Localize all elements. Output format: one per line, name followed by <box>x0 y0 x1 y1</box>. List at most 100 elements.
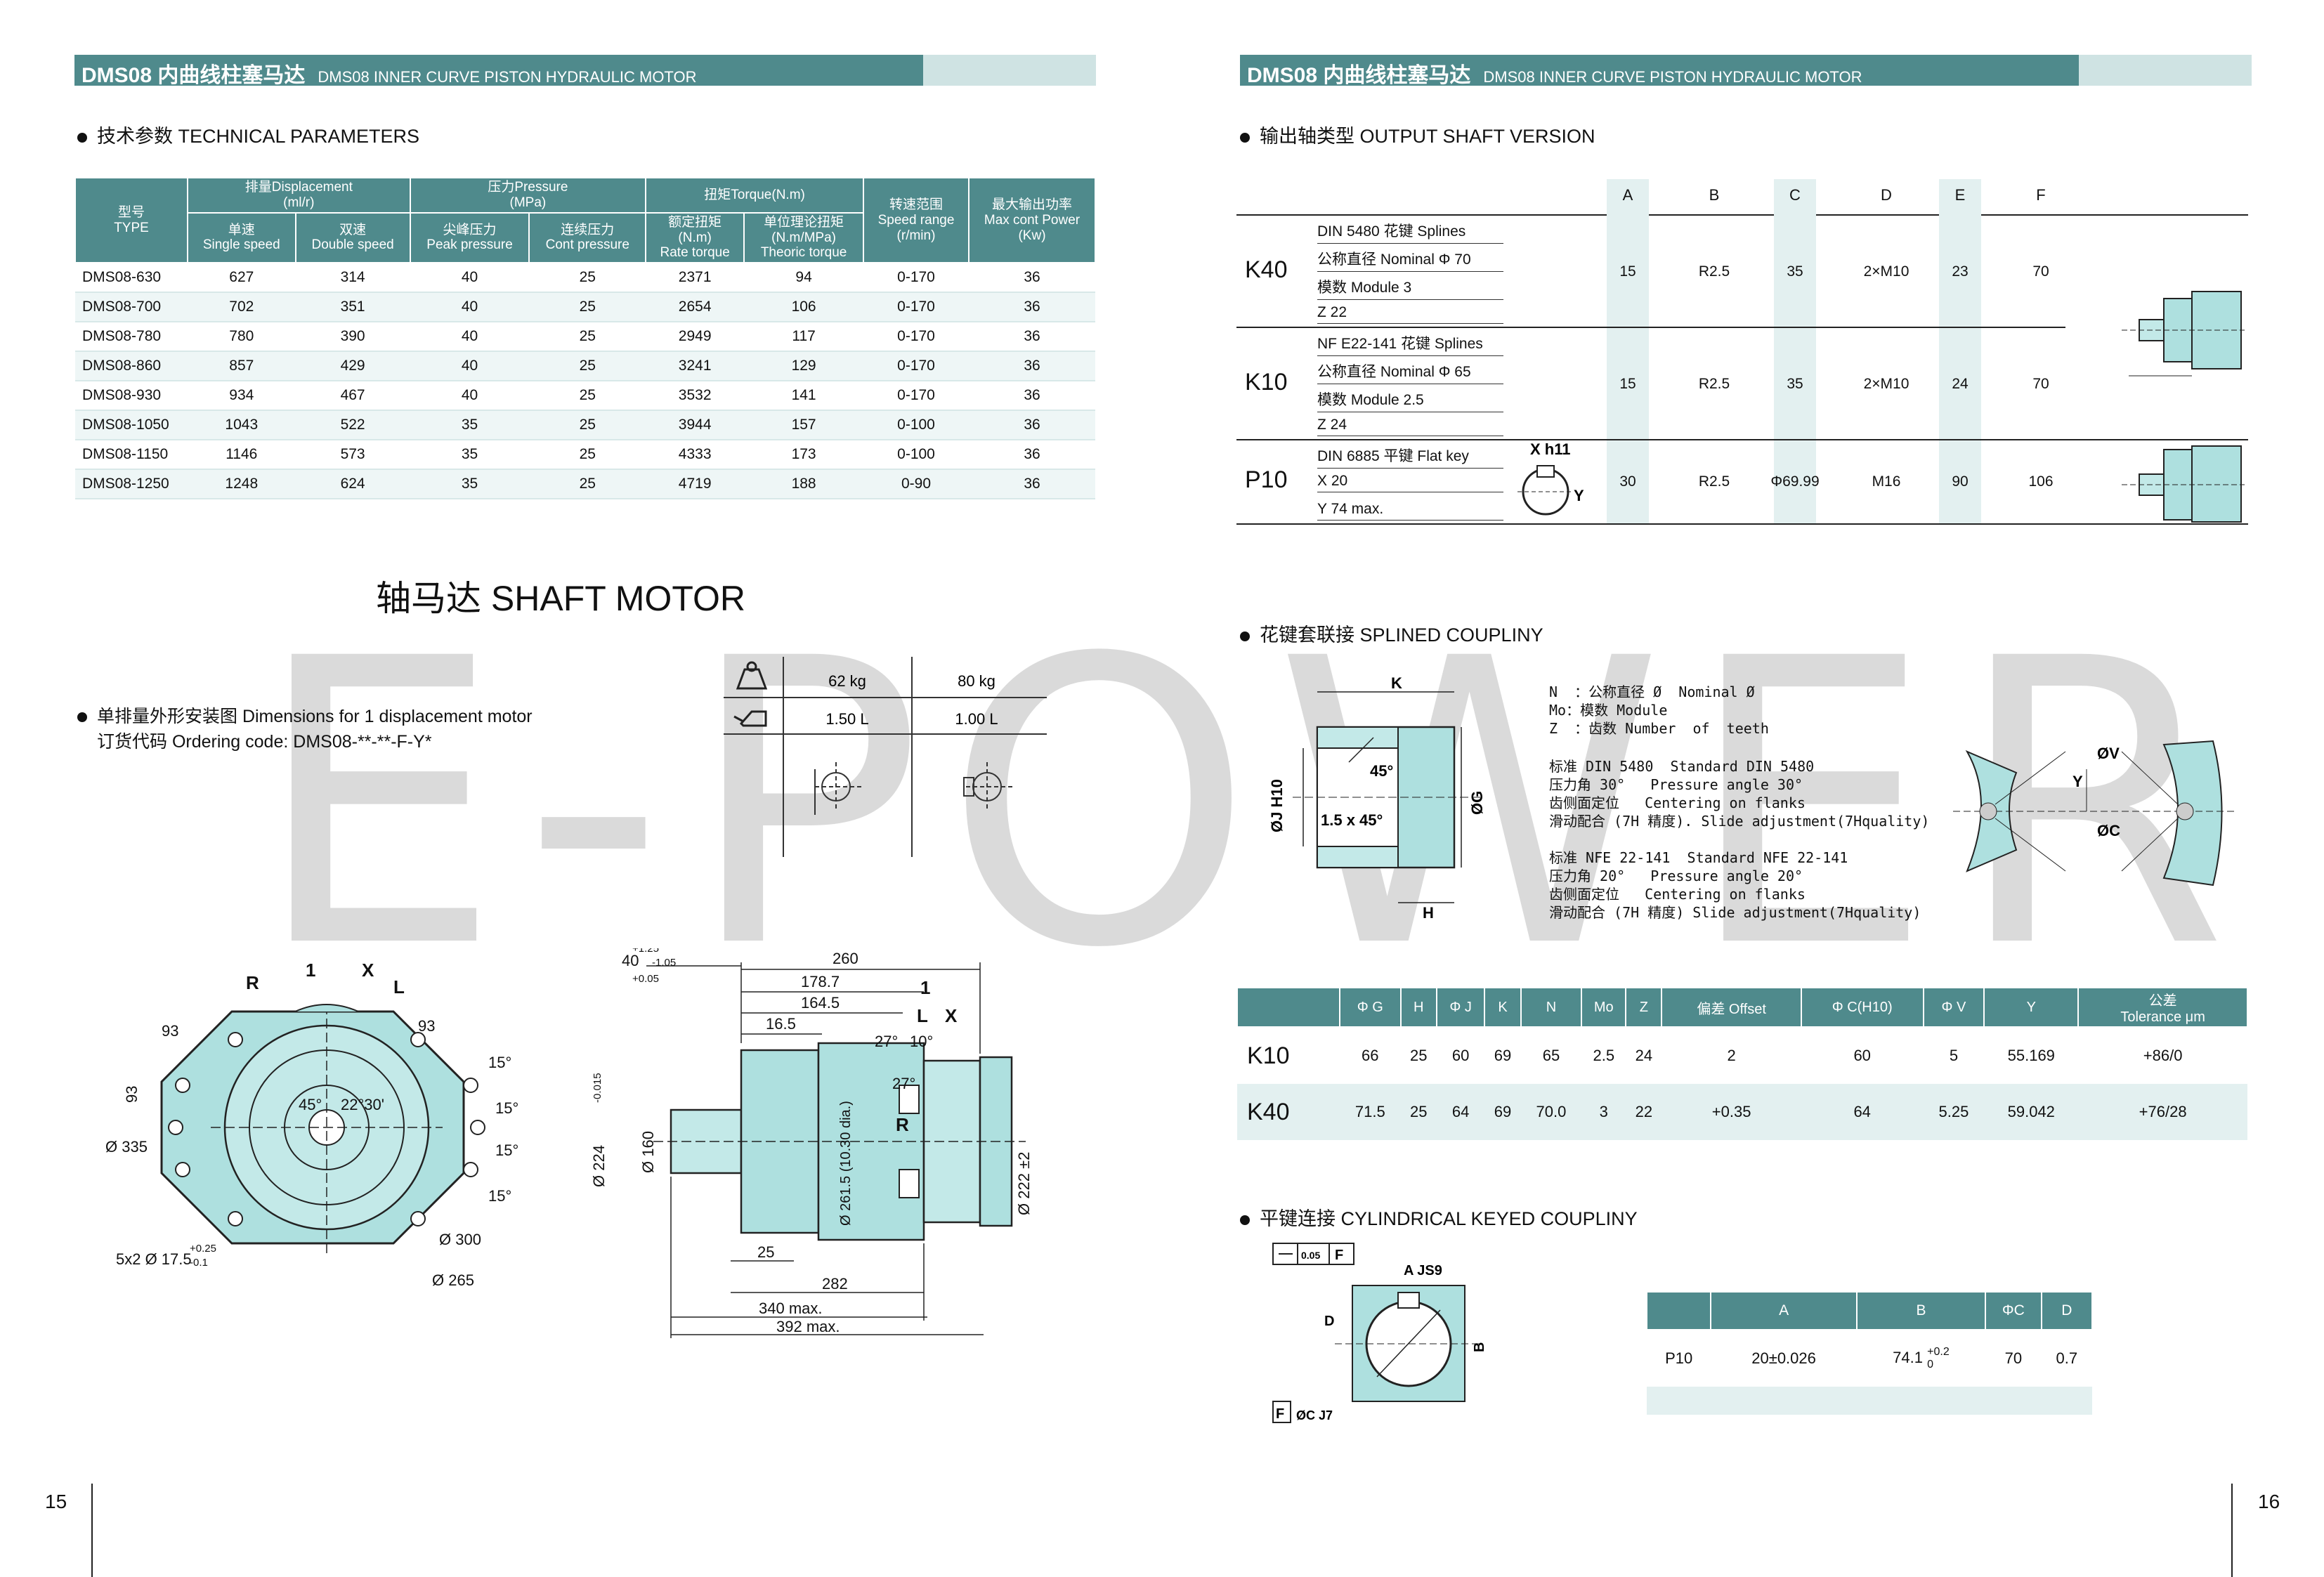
tech-cell: 0-170 <box>863 322 969 353</box>
output-spec: DIN 6885 平键 Flat key <box>1317 445 1503 469</box>
tech-cell: 106 <box>744 292 863 323</box>
tol-value: 0.05 <box>1301 1250 1320 1261</box>
tech-cell: 3532 <box>646 381 745 412</box>
splined-cell: K40 <box>1247 1098 1290 1125</box>
tech-cell: 2654 <box>646 292 745 323</box>
splined-cell: 2 <box>1727 1047 1736 1064</box>
dim-16-5: 16.5 <box>766 1015 796 1033</box>
tech-cell: 129 <box>744 351 863 382</box>
keyed-coupling-drawing: 0.05 F A JS9 D B F ØC J7 <box>1272 1243 1487 1423</box>
splined-header: K <box>1484 987 1522 1028</box>
tech-cell: 188 <box>744 469 863 500</box>
tech-cell: 314 <box>295 263 410 294</box>
tech-cell: 157 <box>744 410 863 441</box>
label-l-side: L <box>917 1005 928 1026</box>
splined-cell: +86/0 <box>2143 1047 2183 1064</box>
tech-cell: 4333 <box>646 440 745 471</box>
dim-27-a: 27° <box>875 1033 898 1050</box>
dim-10: 10° <box>910 1033 933 1050</box>
label-b: B <box>1472 1342 1487 1352</box>
tech-cell: 0-90 <box>863 469 969 500</box>
splined-cell: K10 <box>1247 1042 1290 1069</box>
tech-cell: 1146 <box>188 440 296 471</box>
motor-side-view: 260 178.7 164.5 16.5 40 +1.25 -1.05 +0.0… <box>590 948 1033 1338</box>
keyed-header: D <box>2040 1291 2094 1330</box>
splined-header: Φ G <box>1338 987 1402 1028</box>
tech-cell: 36 <box>969 410 1095 441</box>
output-value: 23 <box>1952 263 1969 280</box>
label-x-side: X <box>945 1005 958 1026</box>
dim-340: 340 max. <box>759 1300 823 1317</box>
tech-cell: 173 <box>744 440 863 471</box>
tech-cell: DMS08-930 <box>75 381 188 412</box>
dims-title: 单排量外形安装图 Dimensions for 1 displacement m… <box>77 702 533 728</box>
shaft-motor-title: 轴马达 SHAFT MOTOR <box>376 579 745 618</box>
splined-cell: 64 <box>1451 1103 1470 1120</box>
th-power: 最大输出功率 Max cont Power (Kw) <box>968 176 1096 264</box>
tech-cell: 35 <box>410 469 530 500</box>
label-ov: ØV <box>2097 745 2120 762</box>
label-x: X <box>362 962 374 981</box>
tech-cell: 40 <box>410 263 530 294</box>
tech-cell: 627 <box>188 263 296 294</box>
output-header: F <box>2036 186 2046 204</box>
output-code: K40 <box>1245 256 1288 283</box>
tech-cell: 25 <box>529 440 646 471</box>
dim-15-a: 15° <box>488 1054 511 1071</box>
dim-25: 25 <box>757 1243 774 1261</box>
th-type: 型号 TYPE <box>74 176 188 264</box>
tech-cell: 780 <box>188 322 296 353</box>
tech-cell: 36 <box>969 351 1095 382</box>
tech-cell: 40 <box>410 381 530 412</box>
splined-cell: 25 <box>1409 1047 1428 1064</box>
splined-header <box>1236 987 1340 1028</box>
weight-icon <box>736 661 768 690</box>
output-spec: 模数 Module 2.5 <box>1317 388 1503 412</box>
splined-cell: 69 <box>1494 1103 1512 1120</box>
tech-cell: 40 <box>410 351 530 382</box>
tech-cell: 0-170 <box>863 381 969 412</box>
tech-cell: 36 <box>969 292 1095 323</box>
header-title-en-right: DMS08 INNER CURVE PISTON HYDRAULIC MOTOR <box>1483 68 1862 86</box>
dim-164-5: 164.5 <box>801 994 840 1012</box>
dim-d261-5: Ø 261.5 (10.30 dia.) <box>838 1101 854 1226</box>
label-chamfer: 1.5 x 45° <box>1321 811 1383 829</box>
tech-cell: 36 <box>969 440 1095 471</box>
oil-can-icon <box>733 710 767 727</box>
motor-body-side <box>653 1042 1026 1241</box>
output-spec: Z 24 <box>1317 417 1503 436</box>
tech-cell: 429 <box>295 351 410 382</box>
output-value: 24 <box>1952 376 1969 392</box>
key-x-label: X h11 <box>1530 440 1570 458</box>
output-value: 70 <box>2032 376 2049 392</box>
splined-cell: 59.042 <box>2007 1103 2055 1120</box>
tol-datum: F <box>1335 1248 1343 1263</box>
tech-cell: 0-100 <box>863 440 969 471</box>
dim-40: 40 <box>622 952 639 969</box>
tech-params-table: 型号 TYPE 排量Displacement (ml/r) 压力Pressure… <box>74 176 1096 500</box>
tech-cell: 40 <box>410 292 530 323</box>
tech-cell: 25 <box>529 351 646 382</box>
splined-cell: 66 <box>1362 1047 1379 1064</box>
splined-cell: 5 <box>1949 1047 1959 1064</box>
keyed-coupling-title: 平键连接 CYLINDRICAL KEYED COUPLINY <box>1240 1203 1638 1231</box>
dim-d160: Ø 160 <box>639 1131 657 1173</box>
ordering-code: 订货代码 Ordering code: DMS08-**-**-F-Y* <box>97 732 432 752</box>
tech-cell: 1248 <box>188 469 296 500</box>
keyed-a: 20±0.026 <box>1751 1349 1816 1367</box>
tech-cell: 25 <box>529 263 646 294</box>
tech-cell: 4719 <box>646 469 745 500</box>
splined-cell: +0.35 <box>1711 1103 1751 1120</box>
th-rated: 额定扭矩 (N.m) Rate torque <box>645 211 745 264</box>
tech-cell: 117 <box>744 322 863 353</box>
tech-cell: 36 <box>969 322 1095 353</box>
splined-cell: 22 <box>1635 1103 1653 1120</box>
output-spec: 公称直径 Nominal Φ 65 <box>1317 360 1503 384</box>
